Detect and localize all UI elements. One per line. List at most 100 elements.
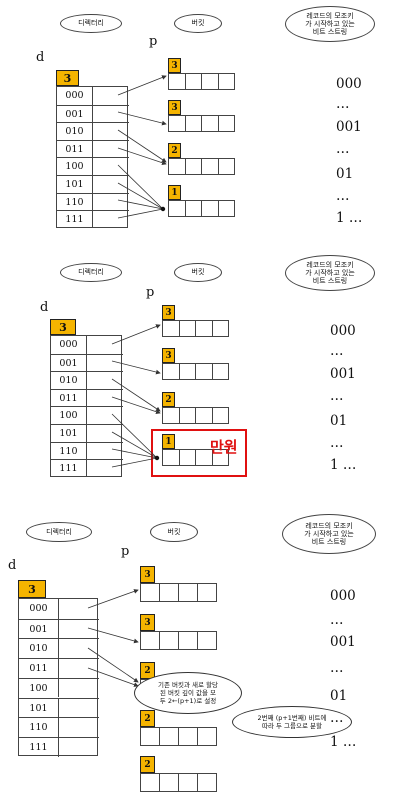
bit-string: …	[330, 710, 344, 726]
directory-code: 011	[57, 140, 93, 158]
pointer-arrows	[117, 75, 167, 219]
bucket-label: 버킷	[174, 263, 222, 282]
directory-code: 111	[57, 211, 93, 228]
global-depth-label: d	[40, 300, 49, 315]
directory-row: 101	[19, 697, 99, 718]
directory-row: 000	[51, 336, 123, 354]
bit-string: …	[330, 660, 344, 676]
directory-code: 001	[51, 354, 87, 372]
local-depth-label: p	[146, 285, 155, 300]
directory-row: 000	[19, 599, 99, 619]
directory-code: 100	[51, 407, 87, 424]
bit-string: …	[330, 343, 344, 359]
directory-row: 001	[57, 104, 129, 123]
directory-row: 001	[51, 353, 123, 372]
local-depth-box: 1	[168, 185, 181, 200]
local-depth-box: 1	[162, 434, 175, 449]
directory-code: 010	[19, 639, 59, 659]
overflow-label: 만원	[210, 438, 238, 456]
directory-code: 101	[51, 425, 87, 442]
global-depth-box: 3	[18, 580, 46, 598]
directory-label: 디렉터리	[60, 263, 122, 282]
split-rule-callout: 2번째 (p+1번째) 비트에 따라 두 그룹으로 분할	[232, 706, 352, 738]
panel-2: 디렉터리 버킷 레코드의 모조키 가 시작하고 있는 비트 스트링 d 3 p …	[0, 255, 408, 505]
directory-code: 100	[19, 678, 59, 698]
bit-string: 001	[330, 634, 356, 650]
directory-row: 101	[57, 175, 129, 193]
directory-row: 111	[51, 459, 123, 477]
directory-row: 011	[57, 139, 129, 158]
bit-string: 1 …	[330, 734, 357, 750]
record-bits-label: 레코드의 모조키 가 시작하고 있는 비트 스트링	[285, 6, 375, 42]
directory-code: 011	[51, 389, 87, 407]
local-depth-box: 3	[168, 58, 181, 73]
directory-row: 001	[19, 618, 99, 639]
global-depth-label: d	[8, 558, 17, 573]
local-depth-box: 2	[140, 710, 155, 727]
bit-string: …	[330, 612, 344, 628]
bit-string: 1 …	[330, 457, 357, 473]
bit-string: 001	[336, 119, 362, 135]
bit-string: …	[330, 435, 344, 451]
local-depth-label: p	[149, 34, 158, 49]
bit-string: 01	[330, 413, 348, 429]
local-depth-box: 3	[162, 348, 175, 363]
directory-code: 010	[57, 123, 93, 140]
depth-update-callout: 기존 버킷과 새로 할당 된 버킷 깊이 값을 모 두 2←(p+1)로 설정	[134, 672, 242, 714]
directory-code: 000	[57, 87, 93, 105]
pointer-arrows	[111, 324, 161, 468]
bucket-label: 버킷	[150, 522, 198, 542]
directory-table: 000 001 010 011 100 101 110 111	[50, 335, 123, 477]
directory-row: 010	[51, 371, 123, 389]
record-bits-label: 레코드의 모조키 가 시작하고 있는 비트 스트링	[282, 514, 376, 554]
bit-string: 01	[336, 166, 354, 182]
directory-code: 110	[57, 193, 93, 211]
record-bits-label: 레코드의 모조키 가 시작하고 있는 비트 스트링	[285, 255, 375, 291]
directory-label: 디렉터리	[26, 522, 92, 542]
pointer-arrows	[87, 589, 139, 687]
bit-string: …	[336, 188, 350, 204]
directory-row: 100	[57, 157, 129, 175]
directory-row: 011	[51, 388, 123, 407]
local-depth-box: 3	[140, 614, 155, 631]
directory-row: 110	[51, 441, 123, 460]
global-depth-box: 3	[50, 319, 76, 335]
global-depth-box: 3	[56, 70, 79, 86]
local-depth-box: 3	[168, 100, 181, 115]
bit-string: 000	[330, 588, 356, 604]
directory-code: 111	[51, 460, 87, 477]
local-depth-box: 2	[140, 756, 155, 773]
bit-string: 000	[336, 76, 362, 92]
directory-row: 110	[57, 192, 129, 211]
directory-row: 011	[19, 658, 99, 678]
global-depth-label: d	[36, 50, 45, 65]
local-depth-box: 2	[162, 392, 175, 407]
directory-code: 001	[57, 105, 93, 123]
directory-code: 001	[19, 619, 59, 639]
directory-row: 010	[19, 638, 99, 659]
directory-code: 110	[51, 442, 87, 460]
directory-row: 101	[51, 424, 123, 442]
directory-row: 100	[51, 406, 123, 424]
directory-label: 디렉터리	[60, 14, 122, 33]
local-depth-box: 3	[162, 305, 175, 320]
directory-code: 101	[57, 176, 93, 193]
panel-3: 디렉터리 버킷 레코드의 모조키 가 시작하고 있는 비트 스트링 d 3 p …	[0, 510, 408, 806]
directory-code: 011	[19, 659, 59, 678]
bit-string: …	[336, 96, 350, 112]
directory-table: 000 001 010 011 100 101 110 111	[18, 598, 99, 757]
local-depth-box: 3	[140, 566, 155, 583]
directory-code: 110	[19, 718, 59, 737]
bit-string: 1 …	[336, 210, 363, 226]
directory-row: 111	[19, 736, 99, 757]
local-depth-label: p	[121, 544, 130, 559]
bit-string: …	[336, 141, 350, 157]
directory-code: 101	[19, 698, 59, 718]
bucket-label: 버킷	[174, 14, 222, 33]
directory-row: 010	[57, 122, 129, 140]
bit-string: …	[330, 388, 344, 404]
bit-string: 000	[330, 323, 356, 339]
directory-row: 000	[57, 87, 129, 105]
directory-code: 111	[19, 737, 59, 757]
directory-code: 100	[57, 158, 93, 175]
